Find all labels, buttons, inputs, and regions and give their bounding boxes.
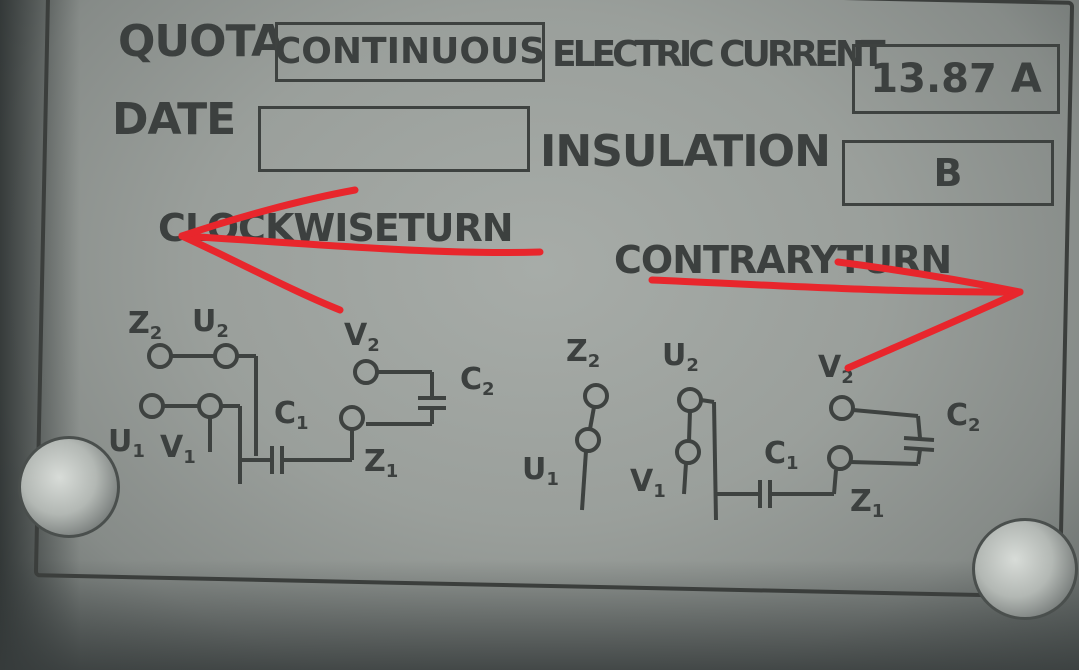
right-arrow-head-upper xyxy=(834,258,1024,296)
left-shadow xyxy=(0,0,80,670)
right-arrow-shaft xyxy=(648,276,1024,296)
lower-shadow xyxy=(0,560,1079,670)
right-terminal-z2 xyxy=(583,383,609,409)
right-arrow-head-lower xyxy=(844,288,1024,372)
date-label: DATE xyxy=(112,94,236,145)
left-arrow-head-lower xyxy=(178,232,344,314)
insulation-value: B xyxy=(933,151,963,195)
current-value-box: 13.87 A xyxy=(852,44,1060,114)
right-u1-label: U1 xyxy=(522,452,559,490)
left-terminal-z1 xyxy=(339,405,365,431)
right-terminal-z1 xyxy=(827,445,853,471)
left-arrow-head-upper xyxy=(178,186,359,240)
left-z1-label: Z1 xyxy=(364,444,399,482)
right-z2-label: Z2 xyxy=(566,334,601,372)
right-c2-label: C2 xyxy=(946,398,981,436)
bolt-right xyxy=(972,518,1078,620)
current-label: ELECTRIC CURRENT xyxy=(552,34,886,75)
insulation-value-box: B xyxy=(842,140,1054,206)
current-value: 13.87 A xyxy=(870,56,1042,102)
right-c1-label: C1 xyxy=(764,436,799,474)
left-z2-label: Z2 xyxy=(128,306,163,344)
date-value-box xyxy=(258,106,530,172)
right-u2-label: U2 xyxy=(662,338,699,376)
insulation-label: INSULATION xyxy=(540,126,831,177)
left-c1-label: C1 xyxy=(274,396,309,434)
right-z1-label: Z1 xyxy=(850,484,885,522)
left-u2-label: U2 xyxy=(192,304,229,342)
contrary-label: CONTRARYTURN xyxy=(614,238,952,282)
quota-value: CONTINUOUS xyxy=(274,31,546,72)
left-c2-label: C2 xyxy=(460,362,495,400)
left-v2-label: V2 xyxy=(344,318,380,356)
quota-value-box: CONTINUOUS xyxy=(275,22,545,82)
right-v1-label: V1 xyxy=(630,464,666,502)
left-u1-label: U1 xyxy=(108,424,145,462)
left-v1-label: V1 xyxy=(160,430,196,468)
quota-label: QUOTA xyxy=(118,16,285,67)
right-c2-plate-a xyxy=(903,436,935,442)
left-arrow-shaft xyxy=(178,232,544,257)
right-c2-plate-b xyxy=(903,446,935,452)
bolt-left xyxy=(18,436,120,538)
right-v2-label: V2 xyxy=(818,350,854,388)
right-terminal-v2 xyxy=(829,395,855,421)
right-terminal-u1 xyxy=(575,427,601,453)
right-terminal-v1 xyxy=(675,439,701,465)
